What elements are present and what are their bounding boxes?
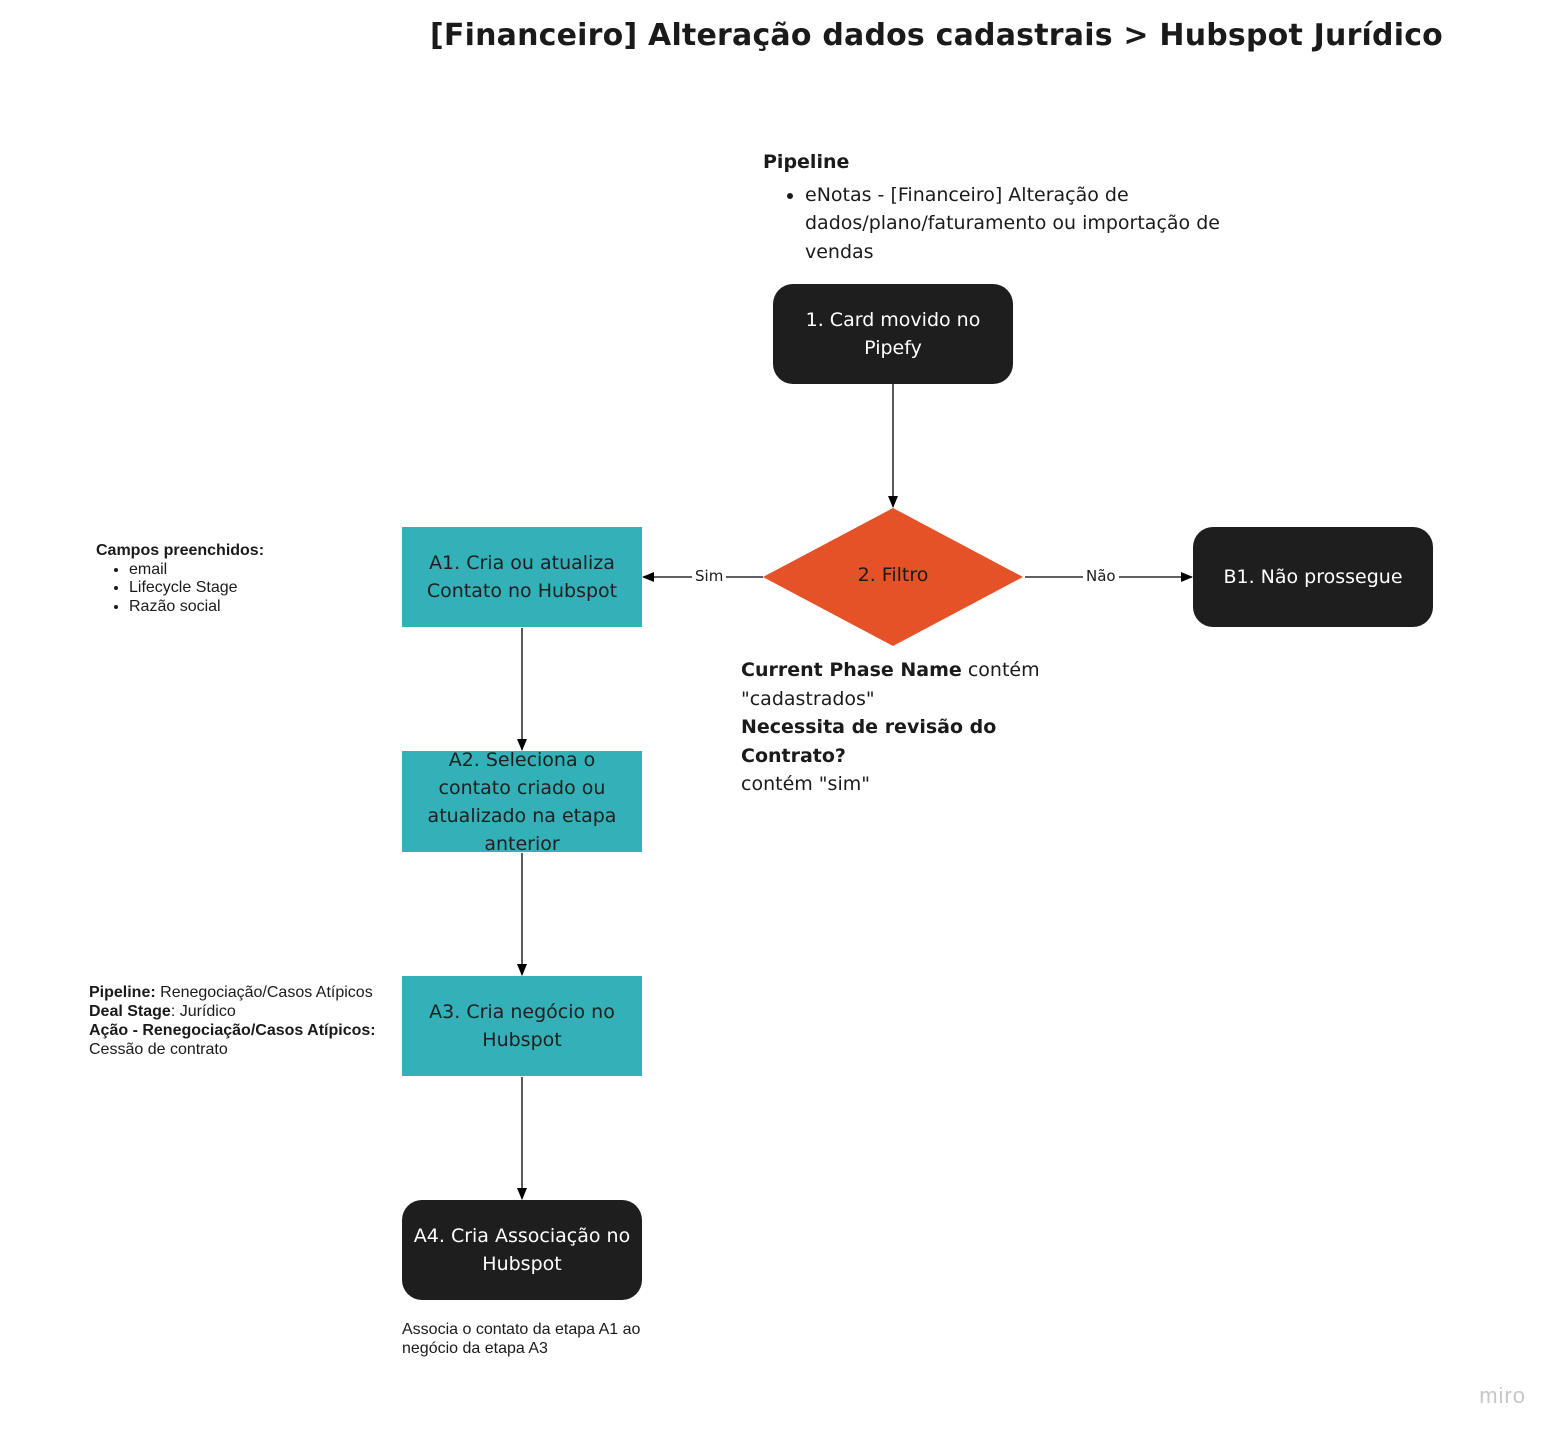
filter-field2: Necessita de revisão do Contrato? <box>741 716 997 767</box>
filter-note: Current Phase Name contém "cadastrados" … <box>741 656 1101 799</box>
node-a1[interactable]: A1. Cria ou atualiza Contato no Hubspot <box>402 527 642 627</box>
miro-watermark: miro <box>1479 1383 1526 1408</box>
filter-cond1: contém "cadastrados" <box>741 659 1040 710</box>
deal-pipeline-label: Pipeline: <box>89 984 156 1001</box>
deal-stage-value: : Jurídico <box>170 1003 236 1020</box>
campos-item: Razão social <box>129 598 376 617</box>
node-b1[interactable]: B1. Não prossegue <box>1193 527 1433 627</box>
node-filter[interactable]: 2. Filtro <box>813 564 973 586</box>
node-a4-label: A4. Cria Associação no Hubspot <box>413 1225 631 1275</box>
node-filter-label: 2. Filtro <box>857 564 929 586</box>
filter-diamond-shape <box>763 508 1023 646</box>
edge-label-no: Não <box>1083 567 1119 585</box>
node-card-moved[interactable]: 1. Card movido no Pipefy <box>773 284 1013 384</box>
filter-cond2: contém "sim" <box>741 773 870 795</box>
campos-note: Campos preenchidos: email Lifecycle Stag… <box>96 542 376 616</box>
deal-stage-label: Deal Stage <box>89 1003 171 1020</box>
node-card-moved-label: 1. Card movido no Pipefy <box>805 309 981 359</box>
deal-pipeline-value: Renegociação/Casos Atípicos <box>155 984 373 1001</box>
node-a3-label: A3. Cria negócio no Hubspot <box>429 1001 615 1051</box>
campos-item: email <box>129 561 376 580</box>
deal-note: Pipeline: Renegociação/Casos Atípicos De… <box>89 983 399 1059</box>
pipeline-note: Pipeline eNotas - [Financeiro] Alteração… <box>763 148 1243 266</box>
pipeline-heading: Pipeline <box>763 151 850 173</box>
filter-field1: Current Phase Name <box>741 659 962 681</box>
node-a1-label: A1. Cria ou atualiza Contato no Hubspot <box>426 552 618 602</box>
deal-acao-value: Cessão de contrato <box>89 1041 228 1058</box>
diagram-title: [Financeiro] Alteração dados cadastrais … <box>430 18 1443 53</box>
pipeline-item: eNotas - [Financeiro] Alteração de dados… <box>805 181 1243 267</box>
assoc-note: Associa o contato da etapa A1 ao negócio… <box>402 1321 641 1357</box>
node-a2[interactable]: A2. Seleciona o contato criado ou atuali… <box>402 749 642 855</box>
campos-item: Lifecycle Stage <box>129 579 376 598</box>
node-a2-label: A2. Seleciona o contato criado ou atuali… <box>427 748 617 855</box>
node-b1-label: B1. Não prossegue <box>1223 566 1403 588</box>
campos-heading: Campos preenchidos: <box>96 542 265 559</box>
node-a4[interactable]: A4. Cria Associação no Hubspot <box>402 1200 642 1300</box>
deal-acao-label: Ação - Renegociação/Casos Atípicos: <box>89 1022 376 1039</box>
node-a3[interactable]: A3. Cria negócio no Hubspot <box>402 976 642 1076</box>
edge-label-yes: Sim <box>692 567 727 585</box>
